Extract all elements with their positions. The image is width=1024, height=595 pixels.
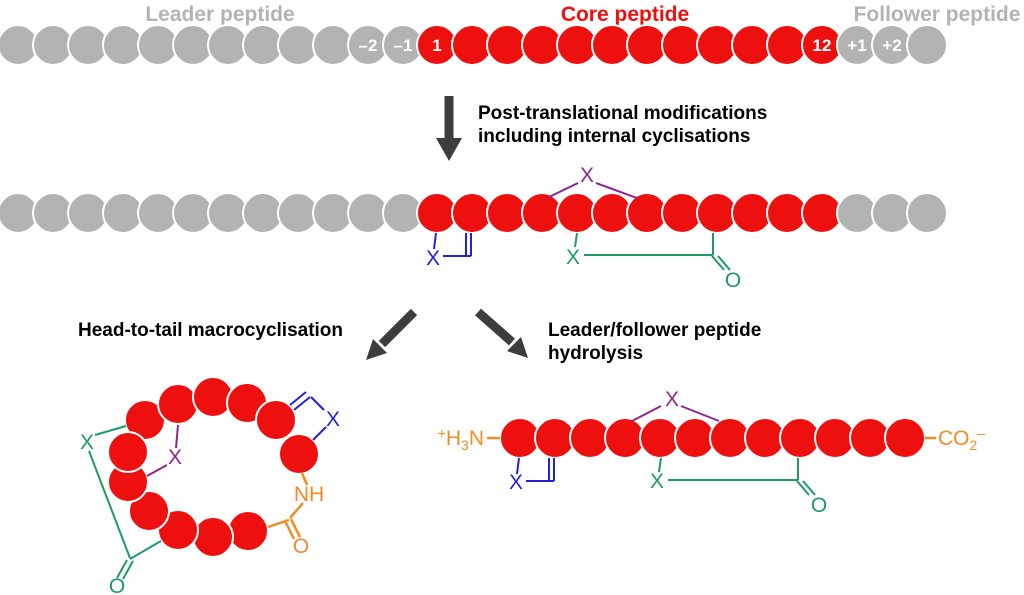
macrocycle-green-o-label: O [109,575,125,595]
precursor-leader-chain: –2 –1 [0,24,424,66]
product-green-bridge [658,457,816,496]
modified-green-bridge [574,232,731,271]
peptide-bead [906,192,948,234]
peptide-bead [128,490,170,532]
product-blue-cyclisation [516,457,555,482]
macrocycle-purple-crosslink [146,424,179,477]
peptide-position-label: –1 [394,36,413,55]
macrocycle-amide-o-label: O [293,535,309,558]
peptide-bead [884,417,926,459]
peptide-bead [107,431,149,473]
modified-blue-x-label: X [426,247,440,270]
follower-peptide-label: Follower peptide [854,3,1021,26]
macrocycle-chain [107,376,320,558]
peptide-position-label: +1 [847,36,866,55]
precursor-follower-chain: +1 +2 [836,24,948,66]
ptm-caption-line2: including internal cyclisations [478,126,750,147]
macrocycle-amide-nh-label: NH [294,483,324,506]
macrocycle-green-x-label: X [80,431,94,454]
peptide-bead [157,383,199,425]
hydrolysis-label-line1: Leader/follower peptide [548,320,761,341]
product-purple-crosslink [631,405,720,422]
modified-green-x-label: X [566,246,580,269]
peptide-bead [278,433,320,475]
modified-leader-chain [0,192,424,234]
product-green-x-label: X [650,470,664,493]
down-arrow-icon [436,96,462,161]
down-left-arrow-icon [366,308,418,360]
product-purple-x-label: X [665,388,679,411]
macrocyclisation-label: Head-to-tail macrocyclisation [78,320,343,341]
macrocycle-purple-x-label: X [168,446,182,469]
peptide-bead [192,516,234,558]
ptm-caption-line1: Post-translational modifications [478,103,767,124]
peptide-bead [227,510,269,552]
peptide-bead [157,509,199,551]
peptide-position-label: 12 [813,36,832,55]
modified-purple-x-label: X [580,164,594,187]
down-right-arrow-icon [475,308,528,358]
core-peptide-label: Core peptide [561,3,689,26]
macrocycle-green-bridge [88,425,162,580]
macrocycle-blue-x-label: X [326,408,340,431]
modified-blue-cyclisation [433,232,472,257]
modified-follower-chain [836,192,948,234]
modified-core-chain [416,192,843,234]
macrocycle-blue-cyclisation [289,391,327,441]
peptide-bead [906,24,948,66]
peptide-bead [255,399,297,441]
product-blue-x-label: X [509,471,523,494]
macrocycle-amide-bond [267,472,309,540]
product-linear-chain [499,417,926,459]
hydrolysis-label-line2: hydrolysis [548,343,643,364]
leader-peptide-label: Leader peptide [145,3,294,26]
modified-purple-crosslink [546,182,638,199]
product-green-o-label: O [811,494,827,517]
precursor-core-chain: 1 12 [416,24,843,66]
peptide-position-label: –2 [359,36,378,55]
c-terminus-label: CO2– [938,425,985,453]
n-terminus-label: +H3N [438,425,484,453]
peptide-position-label: 1 [432,36,441,55]
modified-green-o-label: O [725,269,741,292]
peptide-position-label: +2 [882,36,901,55]
